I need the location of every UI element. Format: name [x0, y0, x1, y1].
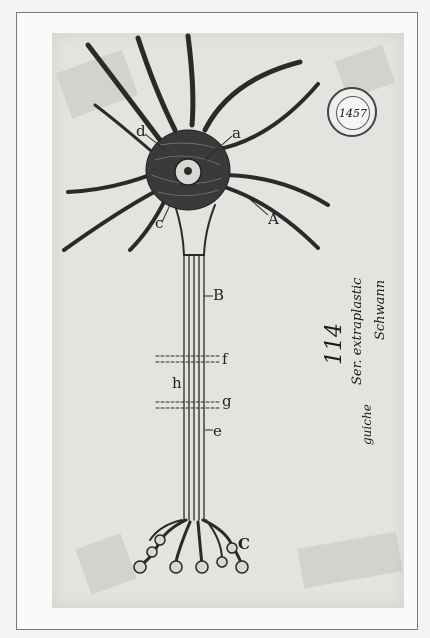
dendrite: [205, 62, 300, 130]
label-g: g: [222, 392, 232, 410]
label-e: e: [213, 422, 222, 440]
museum-stamp: 1457: [327, 87, 377, 137]
dendrite: [188, 36, 193, 125]
stamp-number: 1457: [336, 96, 370, 130]
dendrite: [88, 45, 160, 140]
terminal-bouton: [217, 557, 227, 567]
annotation-number: 114: [322, 323, 347, 365]
label-h: h: [172, 374, 182, 392]
axon-hillock: [175, 205, 215, 255]
nucleolus: [184, 167, 192, 175]
label-a: a: [232, 124, 241, 142]
terminal-bouton: [134, 561, 146, 573]
terminal-bouton: [227, 543, 237, 553]
terminal-bouton: [155, 535, 165, 545]
label-d: d: [136, 122, 146, 140]
terminal-branch: [175, 522, 190, 565]
label-C: C: [238, 535, 250, 553]
dendrite: [68, 175, 150, 192]
terminal-branch: [198, 522, 202, 565]
annotation-line2: Schwann: [373, 280, 388, 340]
terminal-bouton: [170, 561, 182, 573]
terminal-bouton: [236, 561, 248, 573]
annotation-line1: Ser. extraplastic: [350, 278, 365, 385]
label-A: A: [268, 210, 279, 228]
label-c: c: [155, 214, 163, 232]
annotation-line3: guiche: [360, 404, 374, 445]
label-B: B: [213, 286, 224, 304]
terminal-branch: [150, 520, 182, 540]
label-f: f: [222, 350, 228, 368]
terminal-bouton: [196, 561, 208, 573]
dendrite: [64, 190, 158, 250]
terminal-bouton: [147, 547, 157, 557]
